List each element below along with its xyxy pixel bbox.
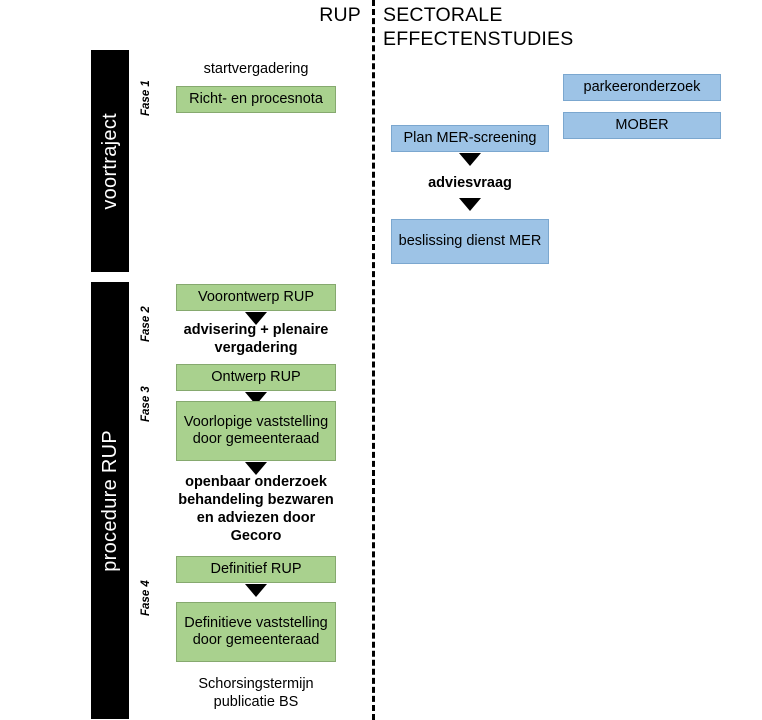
label-schorsingstermijn-publicatie-bs: Schorsingstermijn publicatie BS	[198, 676, 314, 711]
label-advisering-plenaire-vergadering: advisering + plenaire vergadering	[183, 322, 329, 357]
title-rup: RUP	[319, 4, 361, 26]
box-definitief-rup[interactable]: Definitief RUP	[176, 556, 336, 583]
label-adviesvraag: adviesvraag	[428, 175, 512, 191]
label-openbaar-onderzoek: openbaar onderzoek behandeling bezwaren …	[178, 474, 334, 545]
phase-bar-voortraject-label: voortraject	[98, 112, 121, 210]
box-voorontwerp-rup[interactable]: Voorontwerp RUP	[176, 284, 336, 311]
vertical-dashed-divider	[372, 0, 375, 720]
label-startvergadering: startvergadering	[203, 61, 309, 77]
fase-label-1: Fase 1	[140, 80, 152, 116]
box-plan-mer-screening[interactable]: Plan MER-screening	[391, 125, 549, 152]
arrow-plan-mer-to-adviesvraag-icon	[459, 153, 481, 166]
arrow-definitief-to-definitieve-icon	[245, 584, 267, 597]
phase-bar-procedure-rup-label: procedure RUP	[98, 429, 121, 572]
fase-label-4: Fase 4	[140, 580, 152, 616]
arrow-adviesvraag-to-beslissing-icon	[459, 198, 481, 211]
box-ontwerp-rup[interactable]: Ontwerp RUP	[176, 364, 336, 391]
phase-bar-procedure-rup: procedure RUP	[91, 282, 129, 719]
box-beslissing-dienst-mer[interactable]: beslissing dienst MER	[391, 219, 549, 264]
fase-label-2: Fase 2	[140, 306, 152, 342]
box-definitieve-vaststelling[interactable]: Definitieve vaststelling door gemeentera…	[176, 602, 336, 662]
box-parkeeronderzoek[interactable]: parkeeronderzoek	[563, 74, 721, 101]
arrow-voorlopige-to-openbaar-icon	[245, 462, 267, 475]
arrow-voorontwerp-to-advisering-icon	[245, 312, 267, 325]
fase-label-3: Fase 3	[140, 386, 152, 422]
box-richt-en-procesnota[interactable]: Richt- en procesnota	[176, 86, 336, 113]
box-mober[interactable]: MOBER	[563, 112, 721, 139]
box-voorlopige-vaststelling[interactable]: Voorlopige vaststelling door gemeenteraa…	[176, 401, 336, 461]
phase-bar-voortraject: voortraject	[91, 50, 129, 272]
title-sectorale-effectenstudies: SECTORALE EFFECTENSTUDIES	[383, 4, 574, 50]
